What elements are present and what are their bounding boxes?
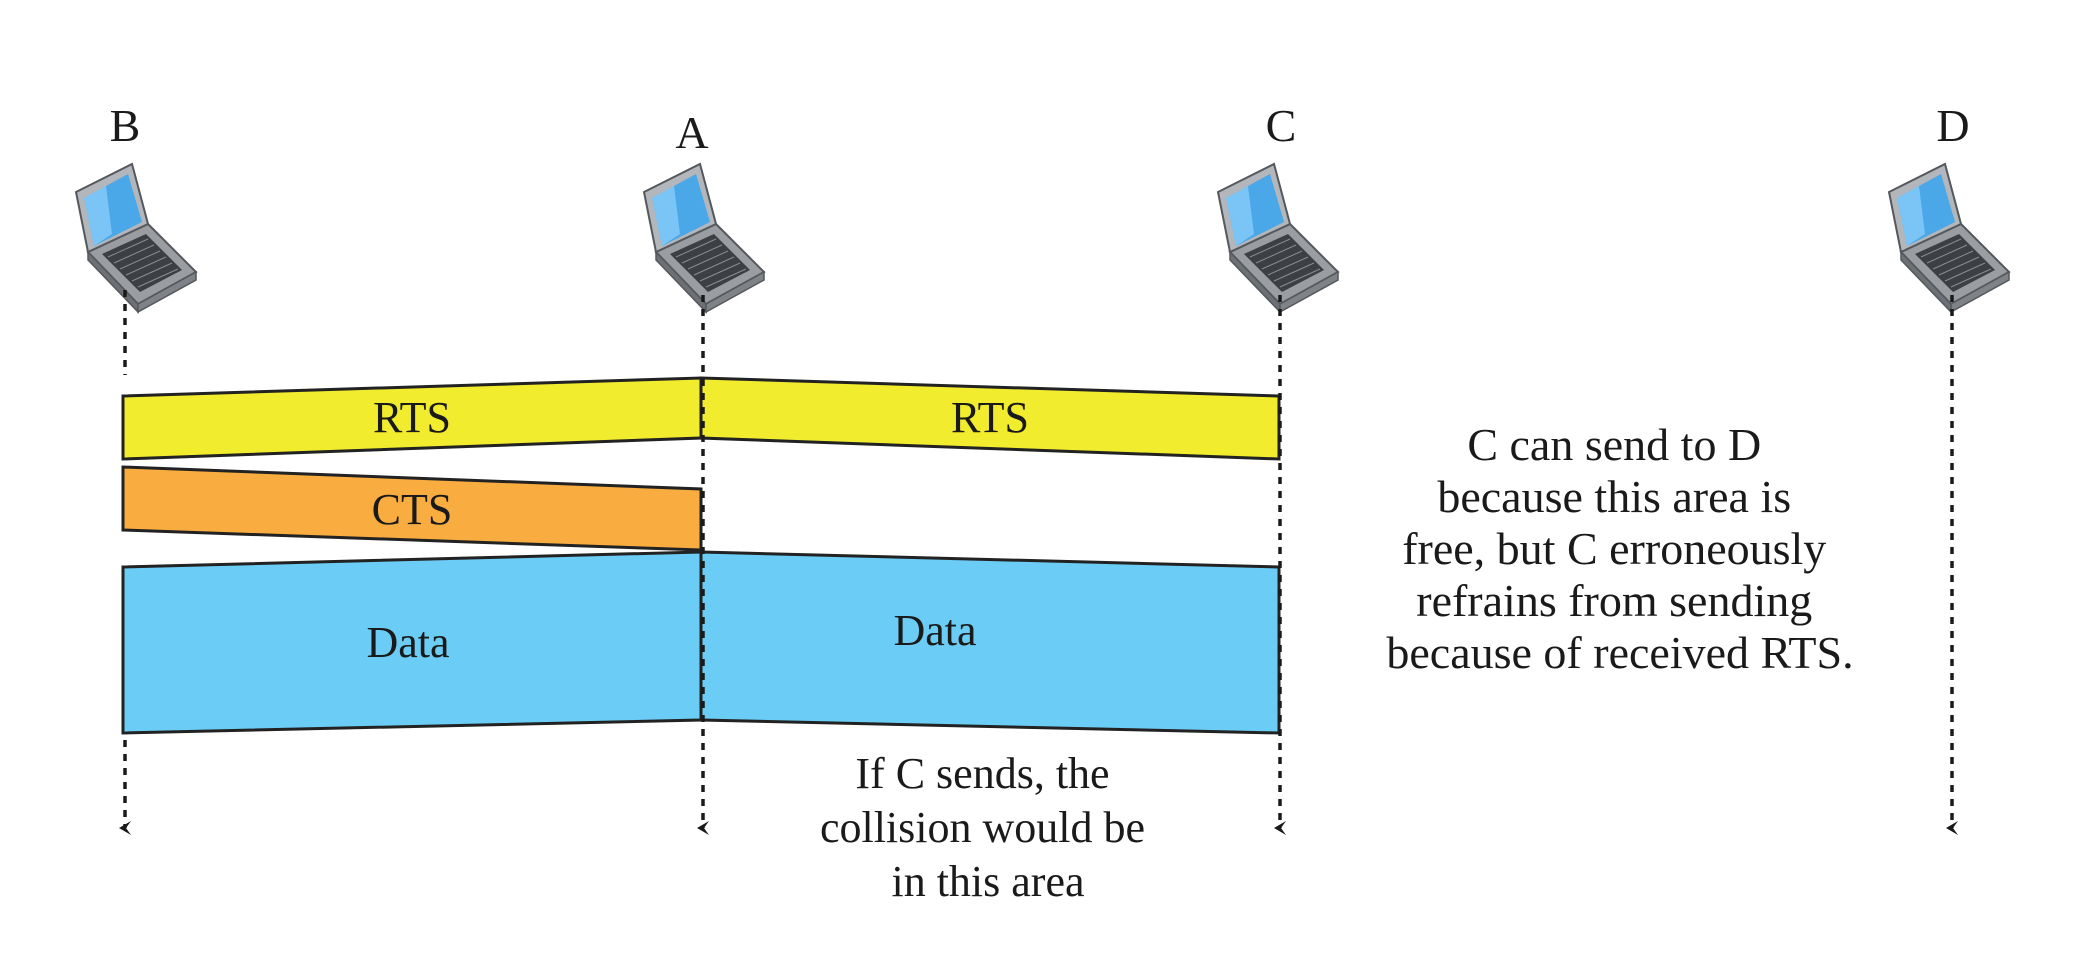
collision-note-line: collision would be	[820, 803, 1145, 852]
rts-frame-right	[699, 376, 1281, 461]
laptop-icon	[1888, 163, 2010, 313]
node-label-a: A	[675, 107, 708, 158]
exposed-terminal-note: C can send to D because this area is fre…	[1386, 419, 1853, 678]
laptop-icon	[643, 163, 765, 313]
data-label-right: Data	[893, 606, 976, 655]
exposed-note-line: free, but C erroneously	[1402, 523, 1826, 574]
cts-frame	[121, 465, 703, 552]
node-label-b: B	[110, 100, 141, 151]
cts-label: CTS	[372, 485, 453, 534]
collision-note: If C sends, the collision would be in th…	[820, 749, 1156, 906]
exposed-note-line: refrains from sending	[1416, 575, 1812, 626]
rts-label-left: RTS	[373, 393, 451, 442]
data-label-left: Data	[366, 618, 449, 667]
collision-note-line: If C sends, the	[855, 749, 1109, 798]
exposed-note-line: C can send to D	[1467, 419, 1761, 470]
laptop-icon	[1217, 163, 1339, 313]
laptop-icon	[75, 163, 197, 313]
node-label-c: C	[1266, 100, 1297, 151]
rts-label-right: RTS	[951, 393, 1029, 442]
exposed-note-line: because of received RTS.	[1386, 627, 1853, 678]
data-frame-right	[699, 550, 1281, 735]
exposed-note-line: because this area is	[1437, 471, 1791, 522]
node-label-d: D	[1936, 100, 1969, 151]
collision-note-line: in this area	[891, 857, 1084, 906]
